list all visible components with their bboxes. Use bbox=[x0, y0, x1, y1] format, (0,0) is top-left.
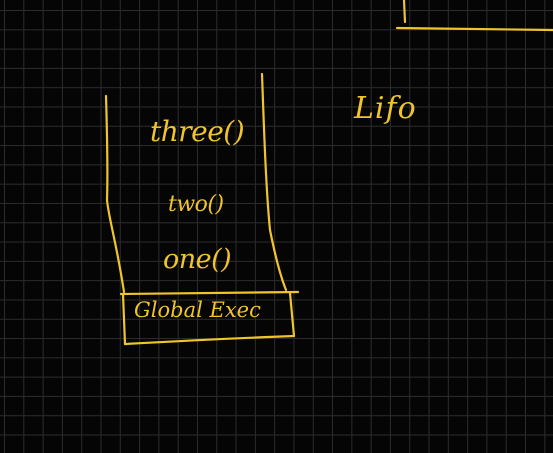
stack-frame-three-label: three() bbox=[150, 115, 245, 148]
base-frame-top-line bbox=[119, 290, 300, 296]
stack-left-wall bbox=[104, 94, 126, 294]
base-frame-left-edge bbox=[121, 292, 127, 346]
base-frame-bottom-edge bbox=[123, 334, 296, 346]
lifo-note: Lifo bbox=[354, 91, 417, 126]
stack-right-wall bbox=[260, 72, 288, 292]
stack-frame-one-label: one() bbox=[163, 244, 232, 275]
corner-box-horizontal bbox=[395, 26, 553, 32]
global-exec-frame-label: Global Exec bbox=[134, 298, 261, 322]
stack-frame-two-label: two() bbox=[168, 192, 224, 217]
base-frame-right-edge bbox=[288, 291, 296, 338]
corner-box-vertical bbox=[402, 0, 407, 24]
